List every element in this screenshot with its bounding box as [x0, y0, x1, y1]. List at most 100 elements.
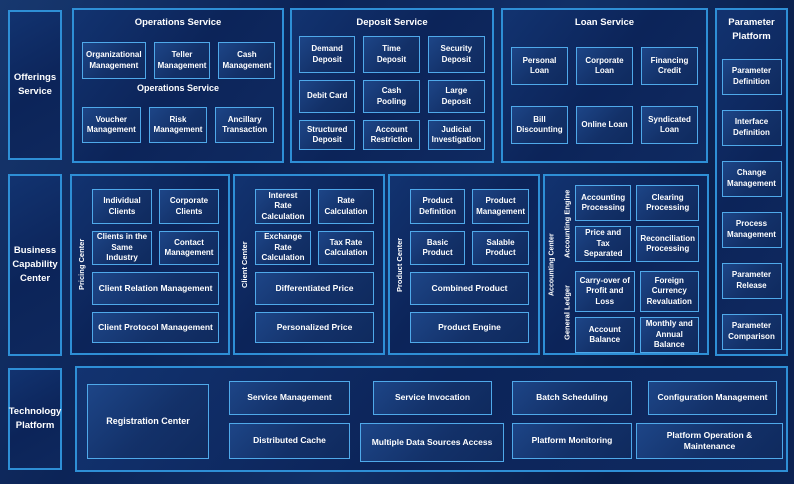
- product-center-grid: Product Definition Product Management Ba…: [410, 189, 529, 353]
- box-distributed-cache: Distributed Cache: [229, 423, 350, 459]
- sidebar-technology-platform: Technology Platform: [8, 368, 62, 470]
- box-debit-card: Debit Card: [299, 80, 356, 113]
- panel-product-center: Product Center Product Definition Produc…: [388, 174, 540, 355]
- panel-pricing-center: Pricing Center Individual Clients Corpor…: [70, 174, 230, 355]
- box-product-engine: Product Engine: [410, 312, 529, 343]
- box-large-deposit: Large Deposit: [427, 80, 485, 113]
- box-corporate-clients: Corporate Clients: [159, 189, 219, 224]
- box-client-protocol-management: Client Protocol Management: [92, 312, 219, 343]
- box-product-management: Product Management: [472, 189, 529, 224]
- sidebar-business-capability-center: Business Capability Center: [8, 174, 62, 356]
- accounting-engine-group: Accounting Engine Accounting Processing …: [559, 185, 707, 262]
- box-personal-loan: Personal Loan: [511, 47, 568, 85]
- technology-platform-label: Technology Platform: [8, 405, 62, 431]
- box-process-management: Process Management: [721, 211, 782, 248]
- panel-accounting-center: Accounting Center Accounting Engine Acco…: [543, 174, 709, 355]
- business-capability-label: Business Capability Center: [12, 244, 58, 285]
- box-monthly-annual-balance: Monthly and Annual Balance: [639, 317, 699, 353]
- operations-service-title: Operations Service: [134, 17, 222, 28]
- box-rate-calculation: Rate Calculation: [318, 189, 374, 224]
- box-registration-center: Registration Center: [87, 384, 209, 459]
- box-demand-deposit: Demand Deposit: [299, 36, 356, 73]
- box-platform-monitoring: Platform Monitoring: [512, 423, 632, 459]
- box-online-loan: Online Loan: [576, 106, 633, 144]
- box-clients-same-industry: Clients in the Same Industry: [92, 231, 152, 265]
- panel-loan-service: Loan Service Personal Loan Corporate Loa…: [501, 8, 708, 163]
- operations-service-mid-label: Operations Service: [136, 83, 220, 93]
- accounting-groups: Accounting Engine Accounting Processing …: [559, 176, 707, 353]
- box-change-management: Change Management: [721, 160, 782, 197]
- box-financing-credit: Financing Credit: [641, 47, 698, 85]
- box-contact-management: Contact Management: [159, 231, 219, 265]
- pricing-center-grid: Individual Clients Corporate Clients Cli…: [92, 189, 219, 353]
- box-bill-discounting: Bill Discounting: [511, 106, 568, 144]
- product-center-label: Product Center: [395, 237, 404, 292]
- box-carry-over-profit-loss: Carry-over of Profit and Loss: [575, 271, 635, 312]
- box-corporate-loan: Corporate Loan: [576, 47, 633, 85]
- box-multiple-data-sources-access: Multiple Data Sources Access: [360, 423, 504, 462]
- box-judicial-investigation: Judicial Investigation: [427, 120, 485, 150]
- box-differentiated-price: Differentiated Price: [255, 272, 374, 305]
- box-time-deposit: Time Deposit: [363, 36, 420, 73]
- box-tax-rate-calculation: Tax Rate Calculation: [318, 231, 374, 265]
- box-organizational-management: Organizational Management: [82, 42, 146, 79]
- panel-parameter-platform: Parameter Platform Parameter Definition …: [715, 8, 788, 356]
- panel-operations-service: Operations Service Organizational Manage…: [72, 8, 284, 163]
- pricing-center-label: Pricing Center: [77, 238, 86, 291]
- box-configuration-management: Configuration Management: [648, 381, 777, 415]
- box-teller-management: Teller Management: [153, 42, 211, 79]
- box-exchange-rate-calculation: Exchange Rate Calculation: [255, 231, 311, 265]
- box-interest-rate-calculation: Interest Rate Calculation: [255, 189, 311, 224]
- box-syndicated-loan: Syndicated Loan: [641, 106, 698, 144]
- sidebar-offerings-service: Offerings Service: [8, 10, 62, 160]
- box-salable-product: Salable Product: [472, 231, 529, 265]
- operations-row-2: Voucher Management Risk Management Ancil…: [82, 107, 274, 143]
- box-foreign-currency-revaluation: Foreign Currency Revaluation: [639, 271, 699, 312]
- deposit-grid: Demand Deposit Time Deposit Security Dep…: [299, 36, 485, 150]
- parameter-platform-title: Parameter Platform: [728, 17, 775, 42]
- box-batch-scheduling: Batch Scheduling: [512, 381, 632, 415]
- box-clearing-processing: Clearing Processing: [636, 185, 699, 221]
- accounting-engine-label: Accounting Engine: [562, 189, 572, 258]
- box-parameter-release: Parameter Release: [721, 262, 782, 299]
- box-interface-definition: Interface Definition: [721, 109, 782, 146]
- panel-client-center: Client Center Interest Rate Calculation …: [233, 174, 385, 355]
- box-security-deposit: Security Deposit: [427, 36, 485, 73]
- general-ledger-group: General Ledger Carry-over of Profit and …: [559, 271, 707, 353]
- box-service-invocation: Service Invocation: [373, 381, 492, 415]
- box-structured-deposit: Structured Deposit: [299, 120, 356, 150]
- box-voucher-management: Voucher Management: [82, 107, 141, 143]
- box-product-definition: Product Definition: [410, 189, 466, 224]
- box-account-balance: Account Balance: [575, 317, 635, 353]
- box-risk-management: Risk Management: [148, 107, 208, 143]
- box-client-relation-management: Client Relation Management: [92, 272, 219, 305]
- box-price-and-tax-separated: Price and Tax Separated: [575, 226, 632, 262]
- box-parameter-comparison: Parameter Comparison: [721, 313, 782, 350]
- panel-deposit-service: Deposit Service Demand Deposit Time Depo…: [290, 8, 494, 163]
- box-parameter-definition: Parameter Definition: [721, 58, 782, 95]
- box-cash-management: Cash Management: [218, 42, 276, 79]
- client-center-grid: Interest Rate Calculation Rate Calculati…: [255, 189, 374, 353]
- box-personalized-price: Personalized Price: [255, 312, 374, 343]
- accounting-engine-grid: Accounting Processing Clearing Processin…: [575, 185, 699, 262]
- box-combined-product: Combined Product: [410, 272, 529, 305]
- box-account-restriction: Account Restriction: [363, 120, 420, 150]
- loan-grid: Personal Loan Corporate Loan Financing C…: [511, 47, 698, 144]
- box-individual-clients: Individual Clients: [92, 189, 152, 224]
- general-ledger-grid: Carry-over of Profit and Loss Foreign Cu…: [575, 271, 699, 353]
- panel-technology-platform: Registration Center Service Management S…: [75, 366, 788, 472]
- deposit-service-title: Deposit Service: [356, 17, 428, 28]
- client-center-label: Client Center: [240, 241, 249, 288]
- general-ledger-label: General Ledger: [562, 284, 572, 340]
- box-ancillary-transaction: Ancillary Transaction: [215, 107, 274, 143]
- box-basic-product: Basic Product: [410, 231, 466, 265]
- box-service-management: Service Management: [229, 381, 350, 415]
- box-reconciliation-processing: Reconciliation Processing: [636, 226, 699, 262]
- box-accounting-processing: Accounting Processing: [575, 185, 632, 221]
- operations-row-1: Organizational Management Teller Managem…: [82, 42, 276, 79]
- box-platform-operation-maintenance: Platform Operation & Maintenance: [636, 423, 783, 459]
- box-cash-pooling: Cash Pooling: [363, 80, 420, 113]
- offerings-service-label: Offerings Service: [13, 71, 57, 97]
- loan-service-title: Loan Service: [574, 17, 635, 28]
